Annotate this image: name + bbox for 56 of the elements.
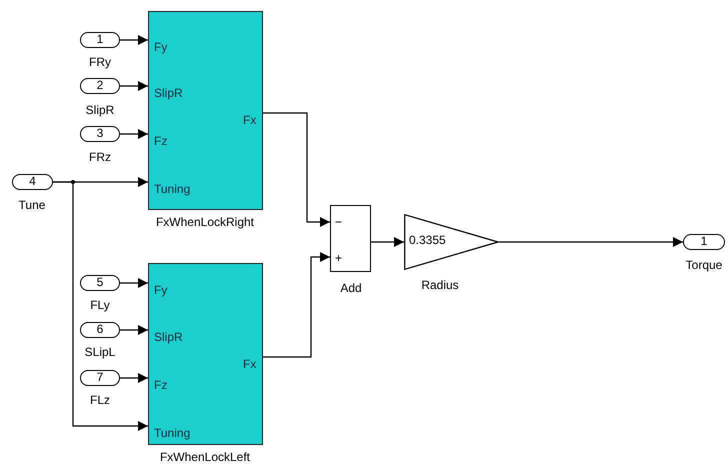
block-label: Add bbox=[340, 282, 362, 295]
signal-line bbox=[263, 252, 330, 358]
gain-value: 0.3355 bbox=[409, 234, 446, 247]
block-label: SlipR bbox=[86, 104, 114, 117]
block-label: FRz bbox=[89, 151, 111, 164]
block-label: FLz bbox=[90, 394, 110, 407]
port-block bbox=[80, 322, 120, 338]
port-block bbox=[12, 174, 53, 190]
sign-label: − bbox=[335, 216, 342, 229]
port-label: Tuning bbox=[154, 427, 190, 440]
block-label: FRy bbox=[89, 56, 111, 69]
signal-line bbox=[499, 237, 683, 247]
signal-line bbox=[53, 181, 148, 431]
port-number: 2 bbox=[96, 79, 104, 92]
signal-line bbox=[371, 237, 404, 247]
port-number: 4 bbox=[28, 175, 37, 188]
port-number: 6 bbox=[96, 323, 104, 336]
port-block bbox=[80, 126, 120, 142]
signal-line bbox=[120, 373, 148, 383]
port-label: Tuning bbox=[154, 183, 190, 196]
port-label: Fz bbox=[154, 135, 168, 148]
block-label: SLipL bbox=[84, 346, 116, 359]
port-block bbox=[80, 32, 120, 48]
signal-line bbox=[120, 278, 148, 288]
port-number: 5 bbox=[96, 276, 104, 289]
signal-line bbox=[120, 129, 148, 139]
block-label: FxWhenLockRight bbox=[156, 216, 254, 229]
signal-line bbox=[263, 112, 330, 227]
port-block bbox=[80, 275, 120, 291]
port-label: Fx bbox=[243, 114, 256, 127]
port-number: 7 bbox=[96, 371, 104, 384]
port-number: 1 bbox=[700, 235, 708, 248]
port-label: SlipR bbox=[154, 87, 183, 100]
port-label: Fy bbox=[154, 41, 168, 54]
port-number: 3 bbox=[96, 127, 104, 140]
port-block bbox=[80, 78, 120, 94]
signal-line bbox=[120, 325, 148, 335]
sum-block bbox=[330, 205, 371, 272]
block-label: Radius bbox=[421, 279, 459, 292]
subsystem-block bbox=[148, 263, 263, 445]
signal-line bbox=[120, 35, 148, 45]
port-label: SlipR bbox=[154, 331, 183, 344]
port-block bbox=[80, 370, 120, 386]
block-label: Tune bbox=[18, 199, 46, 212]
port-label: Fz bbox=[154, 379, 168, 392]
subsystem-block bbox=[148, 11, 263, 210]
sign-label: + bbox=[335, 252, 342, 265]
block-label: FxWhenLockLeft bbox=[160, 451, 250, 464]
port-block bbox=[683, 234, 725, 250]
gain-block bbox=[404, 214, 499, 270]
block-label: Torque bbox=[686, 259, 722, 272]
port-label: Fx bbox=[243, 358, 256, 371]
block-label: FLy bbox=[90, 299, 110, 312]
port-label: Fy bbox=[154, 284, 168, 297]
signal-line bbox=[120, 81, 148, 91]
port-number: 1 bbox=[96, 33, 104, 46]
